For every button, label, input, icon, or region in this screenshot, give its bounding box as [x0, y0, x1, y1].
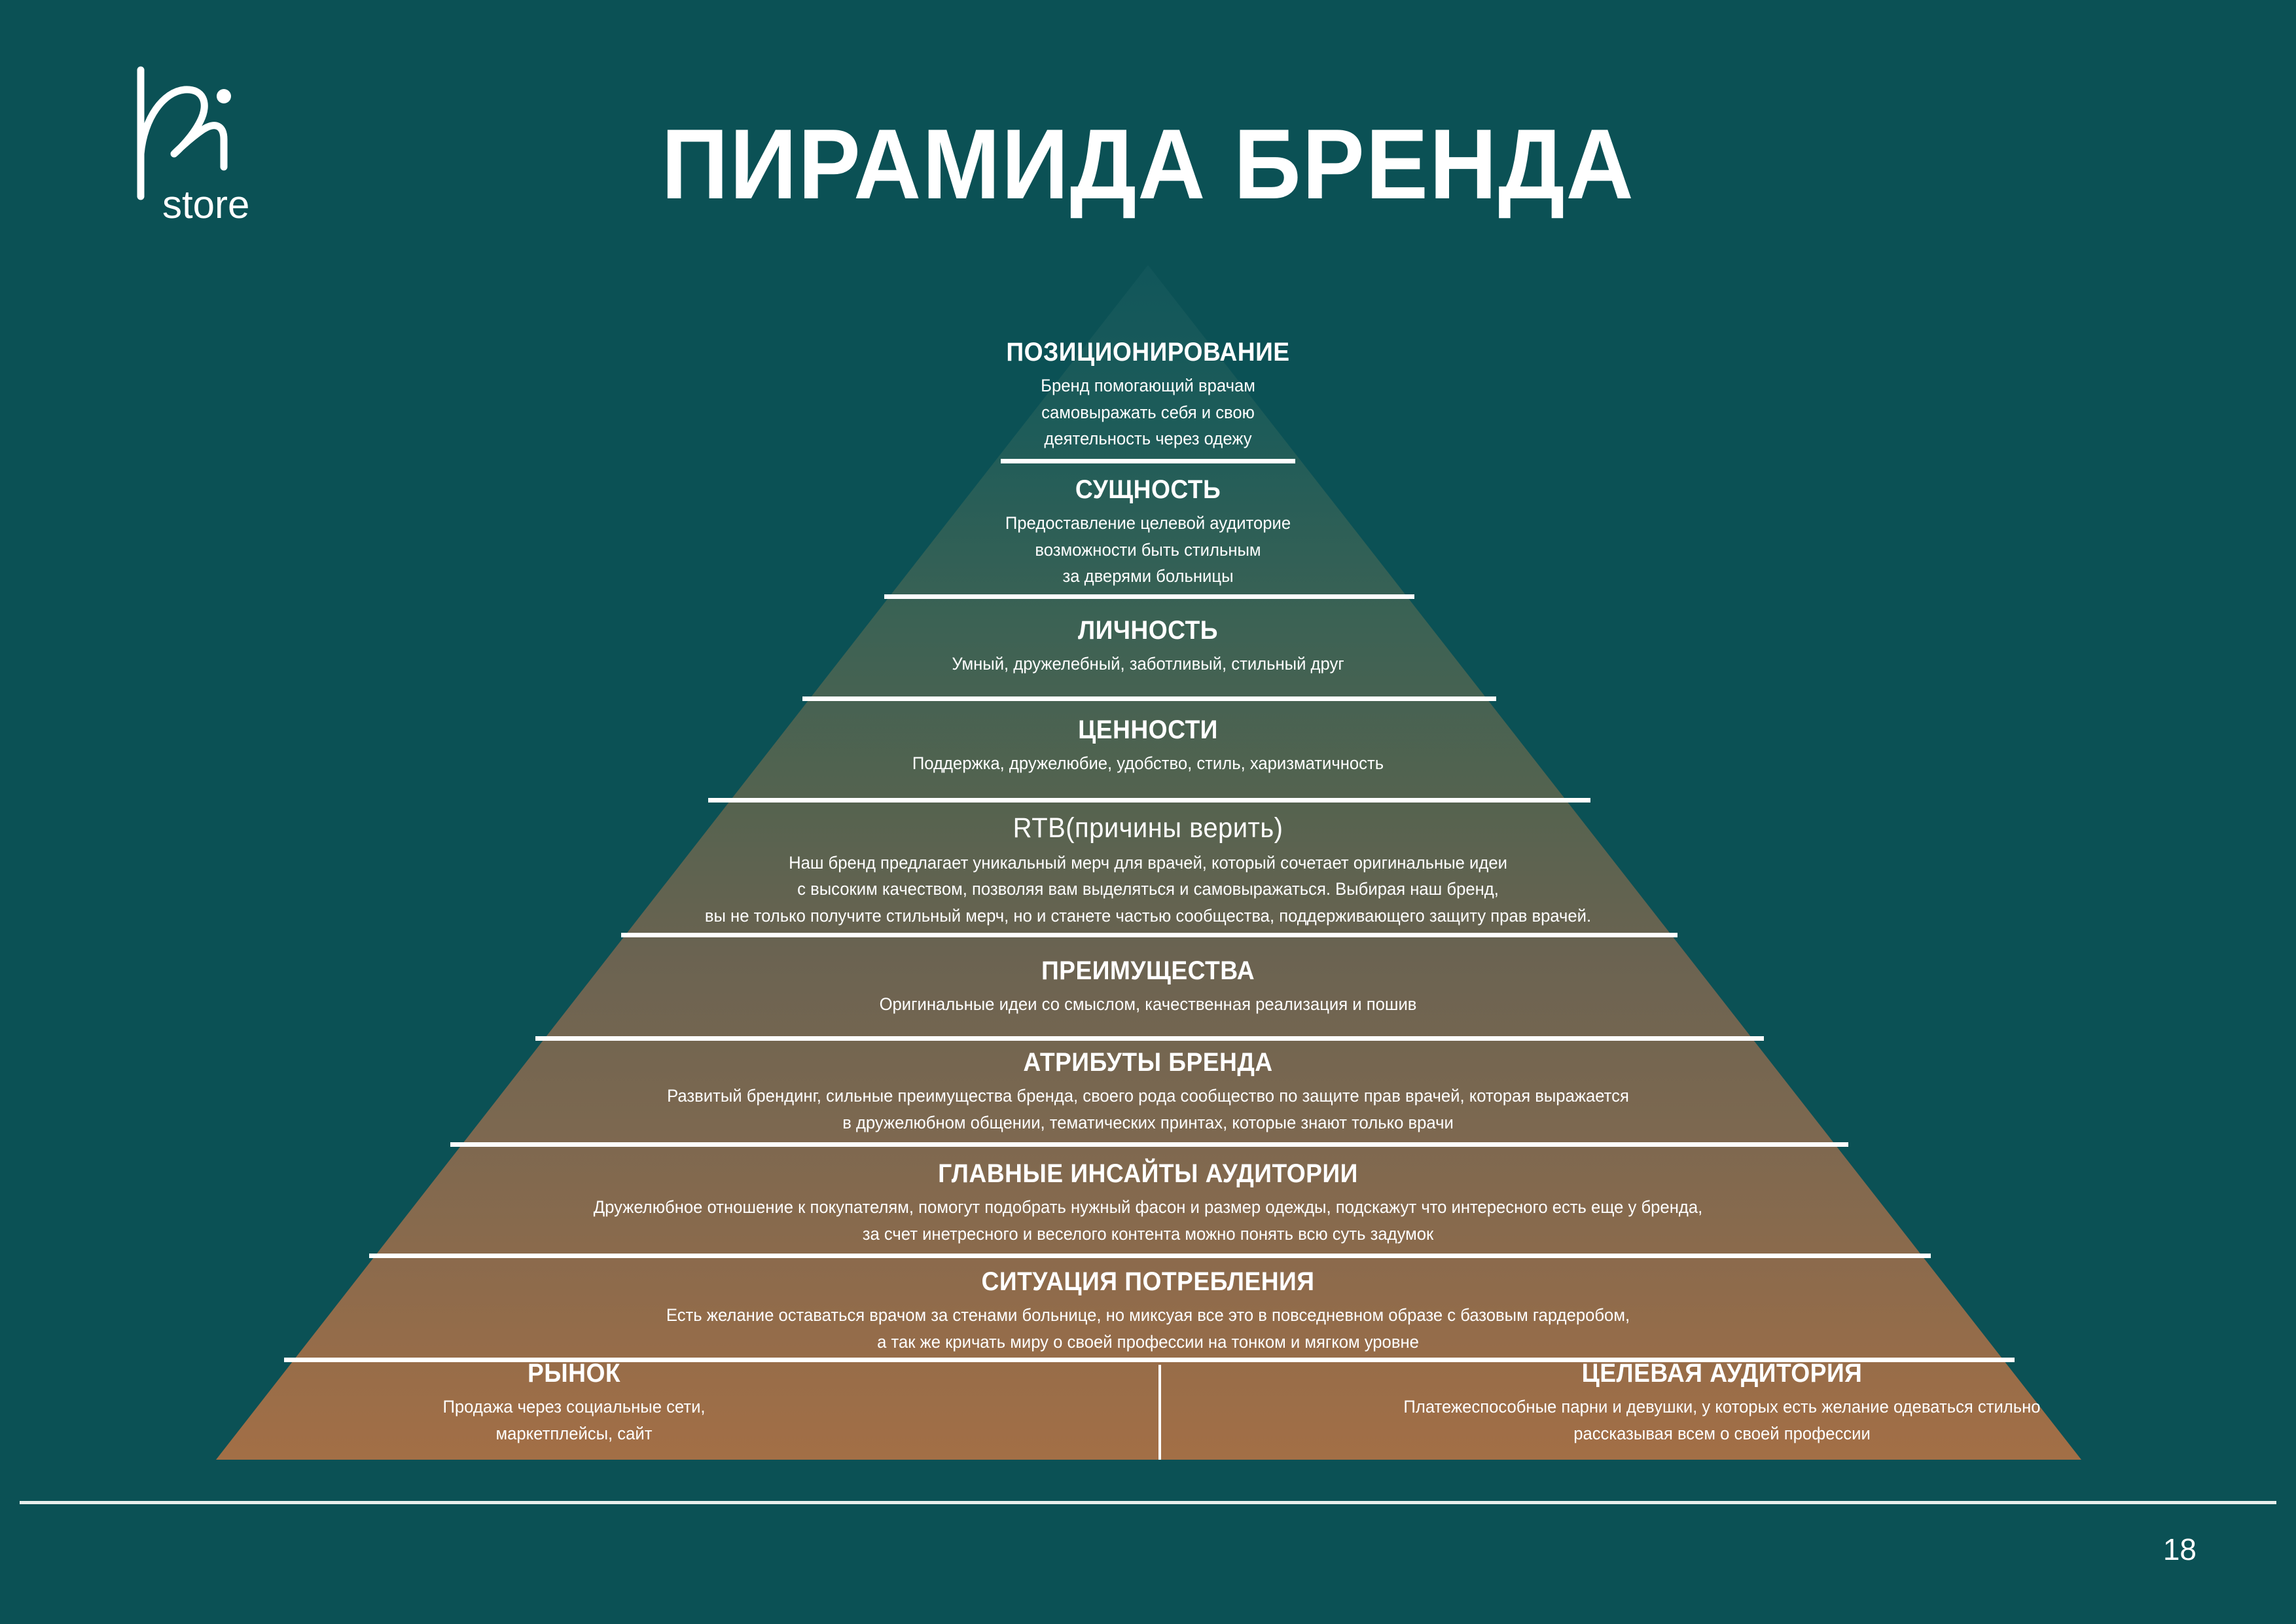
level-body: Умный, дружелебный, заботливый, стильный… [952, 654, 1344, 674]
pyramid-base-row: РЫНОК Продажа через социальные сети, мар… [0, 1358, 2296, 1456]
base-row-vertical-divider [1158, 1365, 1161, 1460]
level-divider [535, 1036, 1764, 1041]
footer-rule [20, 1501, 2276, 1504]
level-heading: АТРИБУТЫ БРЕНДА [1023, 1048, 1273, 1077]
level-heading: РЫНОК [527, 1359, 621, 1388]
level-body: Платежеспособные парни и девушки, у кото… [1403, 1397, 2041, 1443]
level-divider [369, 1254, 1931, 1258]
level-divider [621, 933, 1677, 937]
level-body: Есть желание оставаться врачом за стенам… [666, 1305, 1630, 1352]
level-divider [708, 798, 1590, 803]
hai-monogram-icon: store [137, 66, 249, 226]
pyramid-level-consumption-situation: СИТУАЦИЯ ПОТРЕБЛЕНИЯ Есть желание остава… [0, 1267, 2296, 1355]
level-heading: ПРЕИМУЩЕСТВА [1041, 956, 1255, 985]
level-divider [802, 696, 1496, 701]
level-body: Наш бренд предлагает уникальный мерч для… [704, 852, 1592, 926]
level-divider [284, 1358, 2015, 1362]
pyramid-level-positioning: ПОЗИЦИОНИРОВАНИЕ Бренд помогающий врачам… [0, 337, 2296, 452]
level-body: Дружелюбное отношение к покупателям, пом… [593, 1197, 1703, 1244]
pyramid-level-benefits: ПРЕИМУЩЕСТВА Оригинальные идеи со смысло… [0, 956, 2296, 1018]
pyramid-level-rtb: RTB(причины верить) Наш бренд предлагает… [0, 812, 2296, 929]
pyramid-base-market: РЫНОК Продажа через социальные сети, мар… [0, 1358, 1148, 1456]
level-heading: СИТУАЦИЯ ПОТРЕБЛЕНИЯ [981, 1267, 1315, 1296]
pyramid-level-audience-insights: ГЛАВНЫЕ ИНСАЙТЫ АУДИТОРИИ Дружелюбное от… [0, 1159, 2296, 1247]
level-body: Оригинальные идеи со смыслом, качественн… [879, 994, 1417, 1015]
brand-logo: store [111, 56, 281, 232]
level-heading: ГЛАВНЫЕ ИНСАЙТЫ АУДИТОРИИ [938, 1159, 1358, 1188]
pyramid-level-brand-attributes: АТРИБУТЫ БРЕНДА Развитый брендинг, сильн… [0, 1047, 2296, 1136]
logo-wordmark: store [162, 183, 249, 226]
pyramid-level-essence: СУЩНОСТЬ Предоставление целевой аудитори… [0, 475, 2296, 590]
level-heading: ЦЕННОСТИ [1078, 715, 1218, 744]
level-body: Предоставление целевой аудиторие возможн… [1005, 513, 1291, 586]
level-heading: ЦЕЛЕВАЯ АУДИТОРИЯ [1581, 1359, 1863, 1388]
pyramid-level-personality: ЛИЧНОСТЬ Умный, дружелебный, заботливый,… [0, 615, 2296, 677]
page-number: 18 [2162, 1532, 2197, 1566]
level-heading: СУЩНОСТЬ [1075, 475, 1221, 504]
level-divider [450, 1142, 1848, 1147]
level-heading: ПОЗИЦИОНИРОВАНИЕ [1006, 338, 1290, 367]
level-body: Продажа через социальные сети, маркетпле… [442, 1397, 706, 1443]
page-title: ПИРАМИДА БРЕНДА [661, 109, 1635, 220]
level-divider [884, 594, 1414, 599]
level-body: Развитый брендинг, сильные преимущества … [667, 1086, 1629, 1132]
level-body: Поддержка, дружелюбие, удобство, стиль, … [912, 753, 1384, 774]
level-body: Бренд помогающий врачам самовыражать себ… [1041, 376, 1255, 449]
pyramid-level-values: ЦЕННОСТИ Поддержка, дружелюбие, удобство… [0, 715, 2296, 777]
level-heading: ЛИЧНОСТЬ [1078, 616, 1218, 645]
level-divider [1001, 459, 1295, 463]
pyramid-base-target-audience: ЦЕЛЕВАЯ АУДИТОРИЯ Платежеспособные парни… [1148, 1358, 2296, 1456]
level-heading: RTB(причины верить) [1013, 812, 1283, 844]
